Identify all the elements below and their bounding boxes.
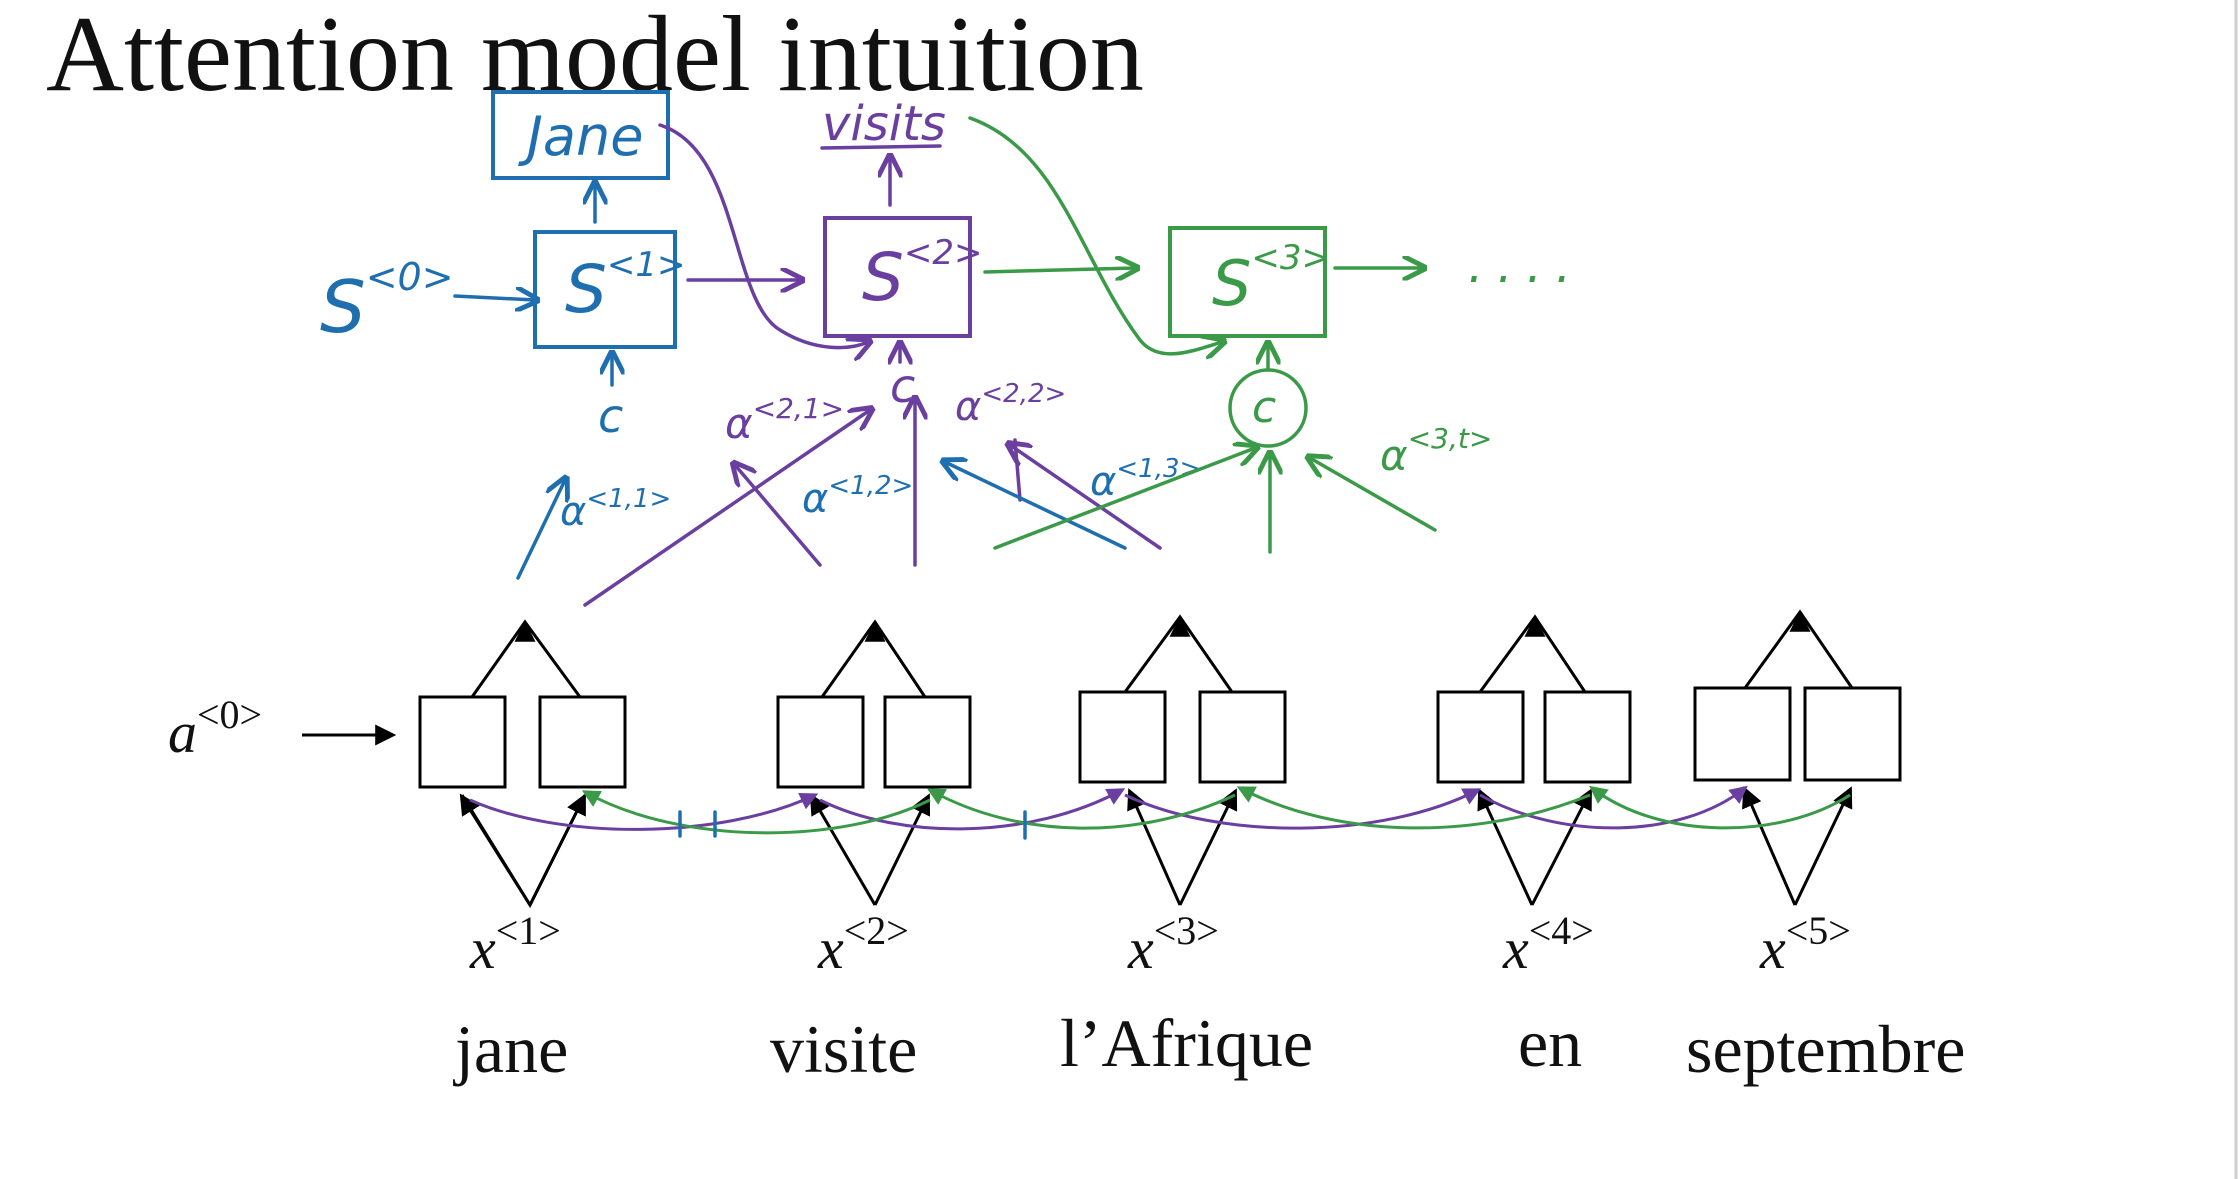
attention-weight-1-1: α<1,1> bbox=[560, 484, 671, 535]
decoder: S<0> S<1> Jane c α<1,1> S<2> visits c α<… bbox=[320, 90, 1585, 607]
backward-cell-box bbox=[883, 695, 972, 789]
decoder-state-1-label: S<1> bbox=[565, 245, 686, 328]
context-3-label: c bbox=[1252, 382, 1276, 433]
encoder-cell-5 bbox=[1693, 609, 1902, 906]
backward-cell-box bbox=[538, 695, 627, 789]
decoder-output-1-box bbox=[491, 90, 670, 180]
input-label-x3: x<3> bbox=[1127, 908, 1219, 981]
encoder: a<0> bbox=[168, 609, 1965, 1087]
forward-cell-box bbox=[776, 695, 865, 789]
attention-weight-2-2: α<2,2> bbox=[955, 379, 1066, 430]
backward-recurrence-arrows bbox=[581, 785, 1851, 835]
backward-cell-box bbox=[1803, 686, 1902, 782]
decoder-state-2-label: S<2> bbox=[862, 233, 983, 316]
initial-state-label: S<0> bbox=[320, 255, 454, 349]
attention-weight-2-1: α<2,1> bbox=[725, 392, 844, 448]
attention-weight-3-t: α<3,t> bbox=[1380, 422, 1492, 480]
decoder-state-3-box bbox=[1168, 226, 1327, 338]
input-word-4: en bbox=[1518, 1005, 1582, 1081]
slide-title: Attention model intuition bbox=[46, 0, 1144, 114]
attention-weight-1-3: α<1,3> bbox=[1090, 454, 1201, 505]
input-arrows bbox=[460, 794, 587, 909]
encoder-cell-1 bbox=[418, 619, 627, 909]
decoder-output-2: visits bbox=[822, 96, 946, 152]
decoder-output-1: Jane bbox=[518, 105, 643, 168]
continuation-dots: .... bbox=[1468, 238, 1585, 294]
input-label-x4: x<4> bbox=[1502, 908, 1594, 981]
forward-cell-box bbox=[1078, 690, 1167, 784]
input-label-x1: x<1> bbox=[469, 908, 561, 981]
decoder-state-1-box bbox=[533, 230, 677, 349]
input-label-x2: x<2> bbox=[817, 908, 909, 981]
encoder-cell-3 bbox=[1078, 614, 1287, 906]
input-word-5: septembre bbox=[1686, 1011, 1965, 1087]
input-word-1: jane bbox=[453, 1011, 568, 1087]
decoder-state-2-box bbox=[823, 216, 972, 338]
initial-state-arrow bbox=[453, 296, 535, 300]
input-word-2: visite bbox=[770, 1011, 917, 1087]
forward-cell-box bbox=[1436, 690, 1525, 784]
blue-tick-marks bbox=[678, 810, 1027, 840]
context-2-label: c bbox=[890, 359, 915, 413]
backward-cell-box bbox=[1543, 690, 1632, 784]
input-word-3: l’Afrique bbox=[1060, 1005, 1313, 1081]
attention-weight-1-2: α<1,2> bbox=[802, 471, 913, 522]
forward-cell-box bbox=[1693, 686, 1792, 782]
input-label-x5: x<5> bbox=[1759, 908, 1851, 981]
encoder-cell-2 bbox=[776, 619, 972, 906]
decoder-state-3-label: S<3> bbox=[1212, 238, 1330, 320]
forward-recurrence-arrows bbox=[469, 785, 1748, 831]
backward-cell-box bbox=[1198, 690, 1287, 784]
context-3-circle bbox=[1228, 368, 1308, 448]
forward-cell-box bbox=[418, 695, 507, 789]
initial-activation-label: a<0> bbox=[168, 692, 262, 765]
context-1-label: c bbox=[598, 389, 623, 443]
encoder-cell-4 bbox=[1436, 614, 1632, 906]
